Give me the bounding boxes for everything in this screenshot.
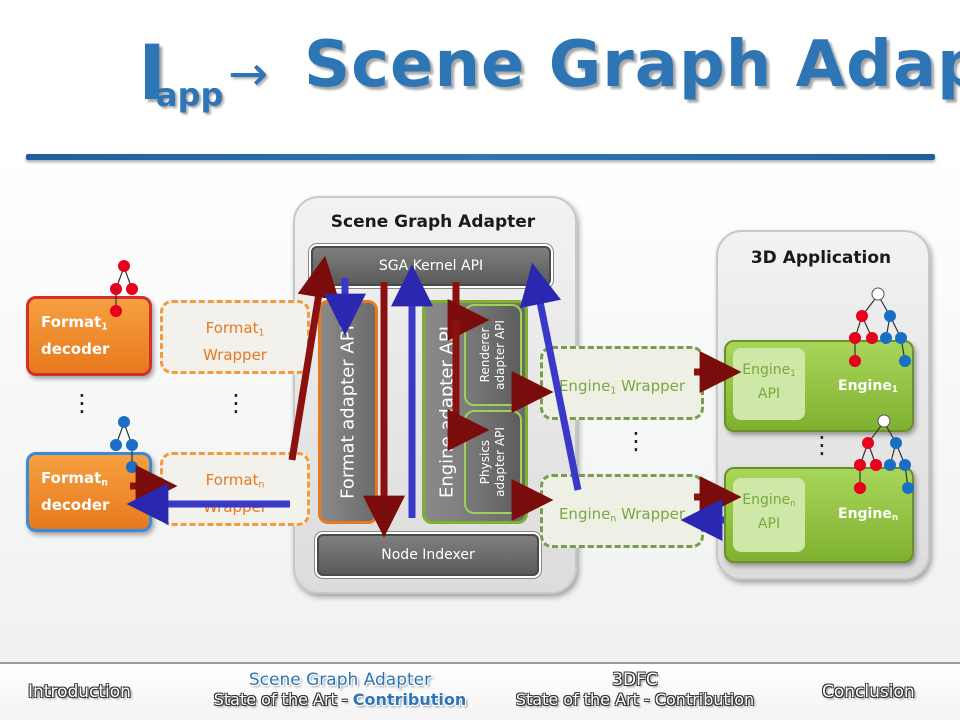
sga-kernel-api-label: SGA Kernel API — [378, 258, 484, 274]
nav-3dfc[interactable]: 3DFC State of the Art - Contribution — [495, 670, 775, 709]
engine-ellipsis: ⋮ — [810, 433, 834, 457]
format-n-wrapper-line2: Wrapper — [203, 498, 267, 517]
nav-scene-graph-adapter[interactable]: Scene Graph Adapter State of the Art - C… — [200, 670, 480, 709]
renderer-adapter-api-label: Renderer adapter API — [478, 320, 507, 390]
nav-sga-sub-strong: Contribution — [352, 690, 467, 709]
format-1-decoder-main: Format — [41, 313, 102, 331]
engine-n-api-sub: n — [790, 499, 796, 510]
physics-adapter-api-label: Physics adapter API — [478, 427, 507, 497]
engine-1-api: Engine1 API — [733, 348, 805, 420]
format-1-wrapper-line2: Wrapper — [203, 346, 267, 365]
format-1-decoder-line2: decoder — [41, 340, 110, 359]
engine-1-name-main: Engine — [838, 378, 892, 394]
engine-1-name: Engine1 — [838, 378, 898, 395]
format-n-decoder-line2: decoder — [41, 496, 110, 515]
engine-1-api-sub: 1 — [790, 369, 796, 380]
nav-conclusion[interactable]: Conclusion — [822, 682, 915, 702]
format-1-decoder: Format1 decoder — [26, 296, 152, 376]
nav-3dfc-sub: State of the Art - Contribution — [515, 690, 755, 709]
title-main: Scene Graph Adapter — [304, 28, 960, 102]
engine-n-api: Enginen API — [733, 478, 805, 552]
physics-adapter-api: Physics adapter API — [464, 410, 522, 514]
engine-1-wrapper-suffix: Wrapper — [621, 377, 686, 395]
engine-1-name-sub: 1 — [891, 385, 898, 396]
sga-panel-title: Scene Graph Adapter — [330, 212, 536, 232]
node-indexer: Node Indexer — [317, 534, 539, 576]
engine-n-name-sub: n — [891, 513, 898, 524]
format-n-decoder-main: Format — [41, 469, 102, 487]
engine-n-wrapper-sub: n — [610, 513, 617, 525]
footer-nav: Introduction Scene Graph Adapter State o… — [0, 662, 960, 720]
engine-n-api-suffix: API — [757, 516, 781, 533]
engine-n-wrapper-main: Engine — [558, 505, 611, 523]
format-n-decoder: Formatn decoder — [26, 452, 152, 532]
nav-introduction[interactable]: Introduction — [28, 682, 131, 702]
renderer-adapter-api: Renderer adapter API — [464, 304, 522, 406]
decoder-ellipsis: ⋮ — [70, 389, 94, 417]
format-1-wrapper-main: Format — [205, 319, 259, 337]
title-rule — [26, 154, 935, 160]
title-subscript: app — [156, 76, 224, 114]
engine-adapter-api-label: Engine adapter API — [436, 325, 458, 499]
engine-n-name: Enginen — [838, 506, 898, 523]
engine-1-api-suffix: API — [757, 386, 781, 403]
format-n-wrapper: Formatn Wrapper — [160, 452, 310, 526]
sga-kernel-api: SGA Kernel API — [311, 246, 551, 286]
engine-n-wrapper-suffix: Wrapper — [621, 505, 686, 523]
format-n-wrapper-sub: n — [258, 479, 265, 491]
engine-n-api-main: Engine — [742, 492, 791, 508]
title-i-letter: I — [138, 28, 167, 117]
engine-n-name-main: Engine — [838, 506, 892, 522]
format-wrapper-ellipsis: ⋮ — [224, 389, 248, 417]
app-panel-title: 3D Application — [750, 248, 892, 268]
format-adapter-api: Format adapter API — [318, 300, 378, 524]
engine-wrapper-ellipsis: ⋮ — [624, 427, 648, 455]
format-n-decoder-sub: n — [101, 477, 108, 489]
format-1-wrapper-sub: 1 — [258, 327, 265, 339]
format-adapter-api-label: Format adapter API — [337, 325, 359, 499]
format-1-decoder-sub: 1 — [101, 321, 108, 333]
format-n-wrapper-main: Format — [205, 471, 259, 489]
engine-n-wrapper: Enginen Wrapper — [540, 474, 704, 548]
nav-sga-sub-prefix: State of the Art - — [213, 690, 353, 709]
engine-1-wrapper-sub: 1 — [610, 385, 617, 397]
engine-1-wrapper-main: Engine — [558, 377, 611, 395]
node-indexer-label: Node Indexer — [381, 547, 475, 563]
engine-1-api-main: Engine — [742, 362, 791, 378]
engine-1-wrapper: Engine1 Wrapper — [540, 346, 704, 420]
nav-sga-title: Scene Graph Adapter — [248, 670, 432, 690]
nav-sga-sub: State of the Art - Contribution — [200, 690, 480, 709]
slide-title: I app → Scene Graph Adapter — [138, 22, 960, 117]
format-1-wrapper: Format1 Wrapper — [160, 300, 310, 374]
title-arrow: → — [228, 46, 269, 102]
nav-3dfc-title: 3DFC — [612, 670, 658, 690]
